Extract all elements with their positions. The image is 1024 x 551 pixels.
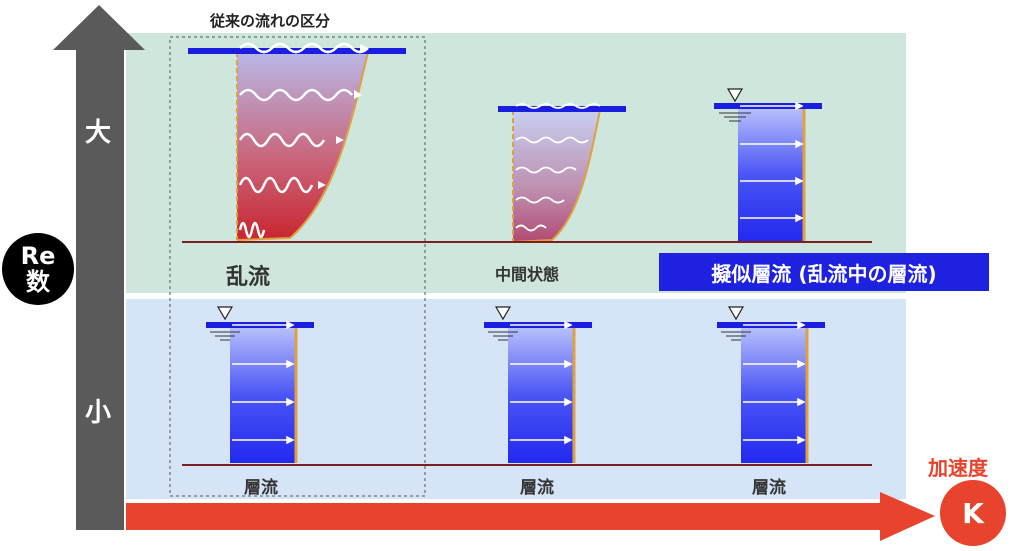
laminar-label-right: 層流 <box>752 478 786 498</box>
laminar-profile-right <box>717 306 825 463</box>
x-axis-title: 加速度 <box>928 456 988 480</box>
laminar-profile-middle <box>484 306 592 463</box>
y-axis-arrow <box>53 5 145 530</box>
intermediate-profile <box>498 103 626 243</box>
reynolds-number-badge: Re 数 <box>2 233 74 305</box>
x-axis-arrow <box>126 492 935 541</box>
conventional-classification-box <box>169 36 426 497</box>
acceleration-k-badge: K <box>940 480 1006 546</box>
intermediate-label: 中間状態 <box>495 265 560 284</box>
re-symbol: Re <box>20 242 56 270</box>
laminar-label-left: 層流 <box>244 478 278 498</box>
re-suffix: 数 <box>26 268 50 296</box>
pseudo-laminar-profile <box>714 88 822 241</box>
turbulent-profile <box>188 42 406 241</box>
laminar-label-middle: 層流 <box>520 478 554 498</box>
pseudo-laminar-label: 擬似層流 (乱流中の層流) <box>659 253 989 291</box>
conventional-classification-title: 従来の流れの区分 <box>210 12 331 30</box>
laminar-profile-left <box>206 306 314 463</box>
k-symbol: K <box>962 496 984 530</box>
y-axis-high-label: 大 <box>85 118 112 148</box>
turbulent-label: 乱流 <box>226 265 271 290</box>
y-axis-low-label: 小 <box>85 398 112 428</box>
